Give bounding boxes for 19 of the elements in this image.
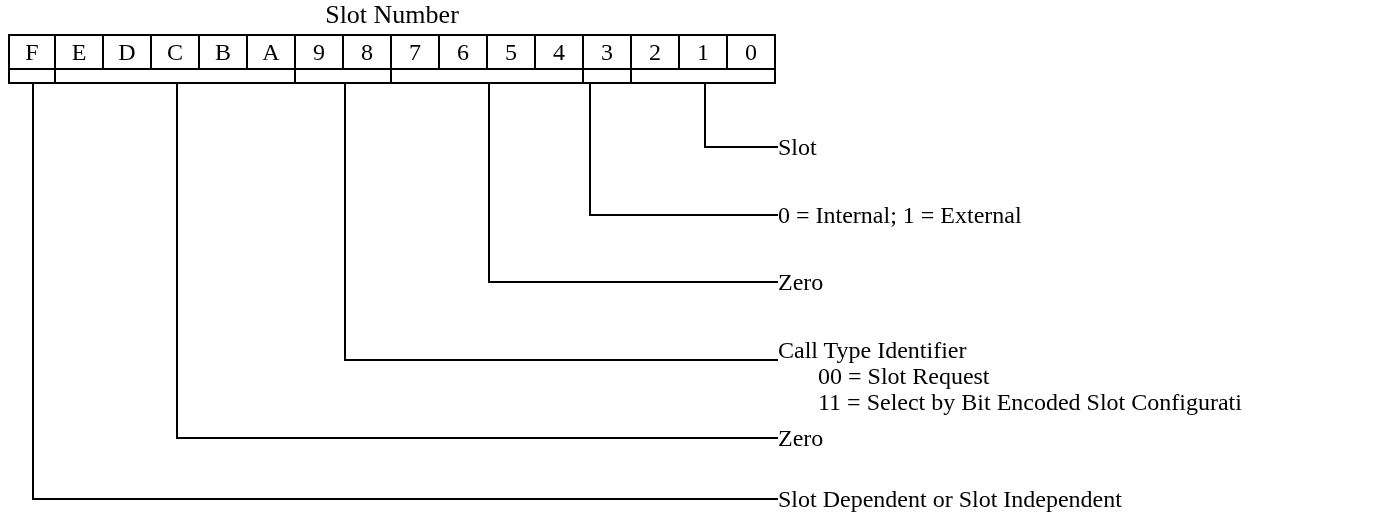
value-description: 11 = Select by Bit Encoded Slot Configurati	[817, 389, 1242, 415]
bit-cell: F	[8, 34, 56, 70]
field-description: Slot Dependent or Slot Independent	[778, 486, 1122, 512]
bit-cell: 0	[726, 34, 776, 70]
field-description: Zero	[778, 425, 824, 451]
leader-line	[32, 82, 779, 500]
field-cell	[8, 68, 56, 84]
field-description: Zero	[778, 269, 824, 295]
leader-line	[176, 82, 779, 439]
field-cell	[630, 68, 776, 84]
leader-line	[344, 82, 779, 361]
leader-line	[488, 82, 779, 283]
field-description: Slot	[778, 134, 817, 160]
leader-line	[589, 82, 779, 216]
register-title: Slot Number	[324, 0, 460, 30]
leader-line	[704, 82, 779, 148]
value-description: 00 = Slot Request	[817, 363, 991, 389]
field-description: 0 = Internal; 1 = External	[778, 202, 1022, 228]
field-description: Call Type Identifier	[778, 337, 968, 363]
